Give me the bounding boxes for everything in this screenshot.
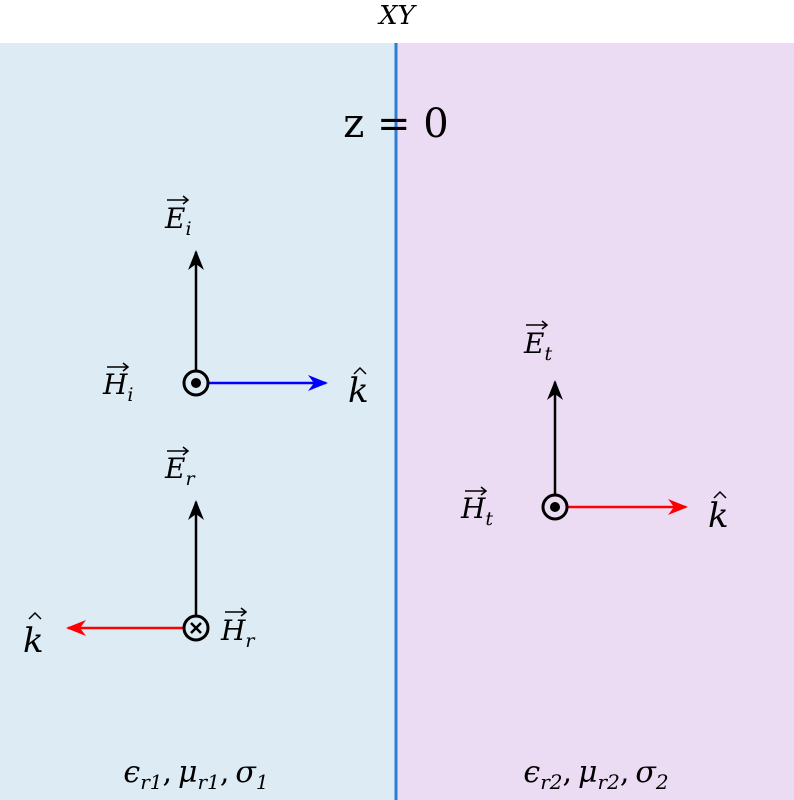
incident-wave: Ei Hi k — [102, 195, 369, 411]
medium-2-parameters: ϵr2,μr2,σ2 — [523, 755, 668, 794]
k-reflected-label: k — [23, 611, 44, 661]
diagram-title: XY — [377, 1, 418, 31]
svg-text:k: k — [23, 621, 44, 661]
reflected-wave: Er Hr k — [23, 446, 256, 661]
h-out-of-page-icon — [541, 493, 569, 521]
e-incident-label: Ei — [164, 195, 192, 240]
svg-text:Er: Er — [164, 452, 196, 490]
svg-text:k: k — [348, 371, 369, 411]
svg-text:k: k — [708, 496, 729, 536]
h-into-page-icon — [182, 614, 210, 642]
h-transmitted-label: Ht — [460, 486, 493, 530]
k-incident-label: k — [348, 366, 369, 411]
e-transmitted-label: Et — [523, 320, 552, 365]
medium-1-parameters: ϵr1,μr1,σ1 — [123, 755, 268, 794]
medium-2-region — [396, 43, 794, 800]
transmitted-wave: Et Ht k — [460, 320, 729, 536]
svg-text:Et: Et — [523, 327, 552, 365]
h-reflected-label: Hr — [220, 607, 256, 652]
h-incident-label: Hi — [102, 362, 134, 406]
k-transmitted-label: k — [708, 490, 729, 536]
cross-icon — [190, 622, 202, 634]
dot-icon — [191, 378, 201, 388]
interface-label: z = 0 — [343, 101, 448, 147]
medium-1-region — [0, 43, 396, 800]
svg-text:Hi: Hi — [102, 368, 134, 406]
svg-text:Hr: Hr — [220, 614, 256, 652]
svg-text:Ht: Ht — [460, 492, 493, 530]
h-out-of-page-icon — [182, 369, 210, 397]
e-reflected-label: Er — [164, 446, 196, 490]
svg-text:Ei: Ei — [164, 202, 192, 240]
dot-icon — [550, 502, 560, 512]
